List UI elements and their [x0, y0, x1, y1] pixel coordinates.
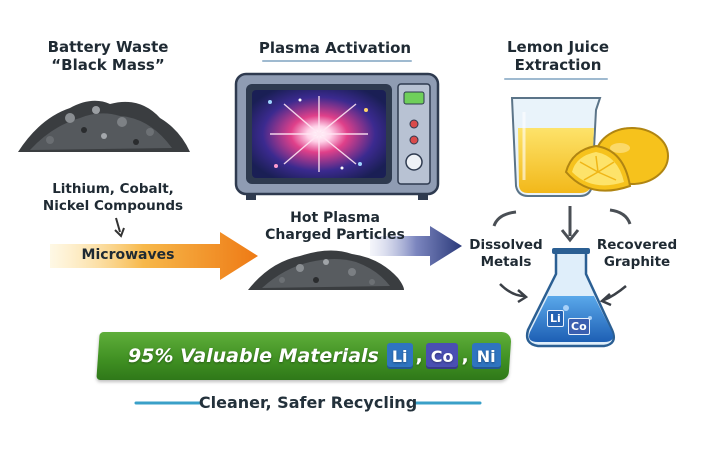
- flask-chip-li: Li: [547, 310, 564, 327]
- extraction-title-underline: [504, 78, 608, 80]
- microwaves-arrow: [50, 232, 258, 280]
- materials-banner-content: 95% Valuable Materials Li , Co , Ni: [128, 340, 503, 372]
- lemon-extraction-title-line2: Extraction: [514, 56, 602, 74]
- compounds-pointer-arrow: [114, 217, 125, 238]
- dissolved-metals-line1: Dissolved: [469, 237, 543, 253]
- compounds-label: Lithium, Cobalt, Nickel Compounds: [18, 181, 208, 215]
- banner-chip-li: Li: [386, 343, 413, 369]
- flask-inlet-arrows: [499, 283, 627, 307]
- recovered-graphite-label: Recovered Graphite: [588, 237, 686, 271]
- banner-chip-co: Co: [425, 343, 459, 369]
- plasma-title-underline: [262, 60, 412, 62]
- extraction-branch-arrows: [492, 206, 632, 243]
- plasma-pile: [248, 250, 404, 290]
- footer-tagline: Cleaner, Safer Recycling: [198, 393, 418, 412]
- dissolved-metals-line2: Metals: [480, 254, 532, 270]
- compounds-label-line2: Nickel Compounds: [42, 198, 184, 214]
- hot-plasma-label: Hot Plasma Charged Particles: [250, 210, 420, 244]
- black-mass-title-line2: “Black Mass”: [51, 56, 165, 74]
- materials-banner-text: 95% Valuable Materials: [128, 345, 379, 367]
- lemon-extraction-title: Lemon Juice Extraction: [478, 38, 638, 74]
- banner-separator-2: ,: [461, 345, 469, 367]
- plasma-to-extraction-arrow: [370, 226, 462, 266]
- hot-plasma-label-line2: Charged Particles: [265, 227, 405, 243]
- flask-chip-co: Co: [568, 318, 590, 335]
- recovered-graphite-line2: Graphite: [603, 254, 671, 270]
- black-mass-title-line1: Battery Waste: [47, 38, 169, 56]
- banner-separator-1: ,: [415, 345, 423, 367]
- recovered-graphite-line1: Recovered: [596, 237, 678, 253]
- microwave-oven: [234, 72, 440, 200]
- lemon-extraction-title-line1: Lemon Juice: [506, 38, 610, 56]
- black-mass-pile: [18, 100, 190, 152]
- microwaves-label: Microwaves: [81, 247, 175, 263]
- plasma-activation-title: Plasma Activation: [258, 39, 412, 57]
- compounds-label-line1: Lithium, Cobalt,: [52, 181, 174, 197]
- banner-chip-ni: Ni: [471, 343, 501, 369]
- hot-plasma-label-line1: Hot Plasma: [290, 210, 380, 226]
- dissolved-metals-label: Dissolved Metals: [460, 237, 552, 271]
- black-mass-title: Battery Waste “Black Mass”: [22, 38, 194, 74]
- lemon-slice: [564, 144, 632, 192]
